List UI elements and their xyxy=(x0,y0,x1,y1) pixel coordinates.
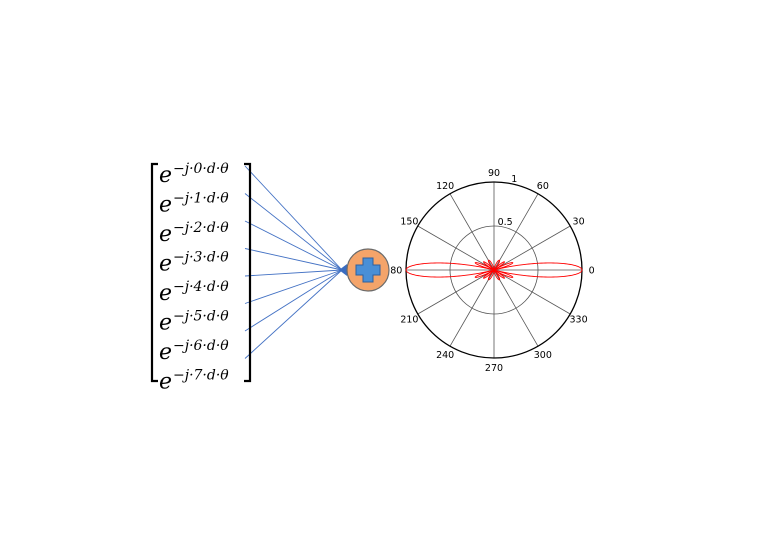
angle-tick-label: 330 xyxy=(570,314,588,325)
radial-tick-label: 1 xyxy=(511,174,517,185)
angle-tick-label: 60 xyxy=(537,181,549,192)
angle-tick-label: 90 xyxy=(488,168,500,179)
angle-tick-label: 80 xyxy=(390,266,402,277)
entry-base: e xyxy=(159,281,172,306)
wire-line xyxy=(244,269,343,332)
wire-line xyxy=(244,269,343,304)
left-bracket xyxy=(150,162,158,383)
entry-base: e xyxy=(159,311,172,336)
angle-tick-label: 240 xyxy=(436,350,454,361)
wire-line xyxy=(244,220,343,271)
vector-entry: e−j·0·d·θ xyxy=(159,161,229,188)
entry-base: e xyxy=(159,370,172,395)
entry-base: e xyxy=(159,163,172,188)
entry-base: e xyxy=(159,222,172,247)
entry-base: e xyxy=(159,193,172,218)
wire-line xyxy=(244,269,343,359)
vector-entry: e−j·6·d·θ xyxy=(159,338,229,365)
angle-tick-label: 300 xyxy=(534,350,552,361)
entry-base: e xyxy=(159,252,172,277)
angle-tick-label: 0 xyxy=(589,266,595,277)
vector-entry: e−j·4·d·θ xyxy=(159,279,229,306)
entry-exponent: −j·7·d·θ xyxy=(173,368,229,384)
angle-tick-label: 210 xyxy=(400,314,418,325)
right-bracket xyxy=(244,162,252,383)
entry-exponent: −j·1·d·θ xyxy=(173,191,229,207)
polar-ring xyxy=(449,225,539,315)
vector-entry: e−j·7·d·θ xyxy=(159,368,229,395)
entry-exponent: −j·6·d·θ xyxy=(173,338,229,354)
vector-entry: e−j·2·d·θ xyxy=(159,220,229,247)
entry-base: e xyxy=(159,340,172,365)
plus-icon xyxy=(355,257,381,283)
polar-labels: 0 30 60 90 120 150 80 210 240 270 300 330 0.5 1 xyxy=(390,168,594,374)
polar-series xyxy=(405,259,583,281)
summer-input-arrow xyxy=(339,264,347,276)
polar-series-line xyxy=(405,259,583,281)
angle-tick-label: 120 xyxy=(436,181,454,192)
angle-tick-label: 150 xyxy=(400,217,418,228)
steering-vector: e−j·0·d·θe−j·1·d·θe−j·2·d·θe−j·3·d·θe−j·… xyxy=(150,161,252,395)
summation-node xyxy=(339,248,390,292)
entry-exponent: −j·2·d·θ xyxy=(173,220,229,236)
angle-tick-label: 30 xyxy=(573,217,585,228)
wire-lines xyxy=(244,165,343,359)
vector-entry: e−j·1·d·θ xyxy=(159,191,229,218)
entry-exponent: −j·5·d·θ xyxy=(173,309,229,325)
entry-exponent: −j·3·d·θ xyxy=(173,250,229,266)
entry-exponent: −j·4·d·θ xyxy=(173,279,229,295)
vector-entry: e−j·5·d·θ xyxy=(159,309,229,336)
radial-tick-label: 0.5 xyxy=(498,217,513,228)
wire-line xyxy=(244,269,343,277)
entry-exponent: −j·0·d·θ xyxy=(173,161,229,177)
angle-tick-label: 270 xyxy=(485,363,503,374)
wire-line xyxy=(244,165,343,271)
polar-chart: 0 30 60 90 120 150 80 210 240 270 300 330 0.5 1 xyxy=(390,168,594,374)
vector-entry: e−j·3·d·θ xyxy=(159,250,229,277)
wire-line xyxy=(244,193,343,271)
wire-line xyxy=(244,248,343,271)
